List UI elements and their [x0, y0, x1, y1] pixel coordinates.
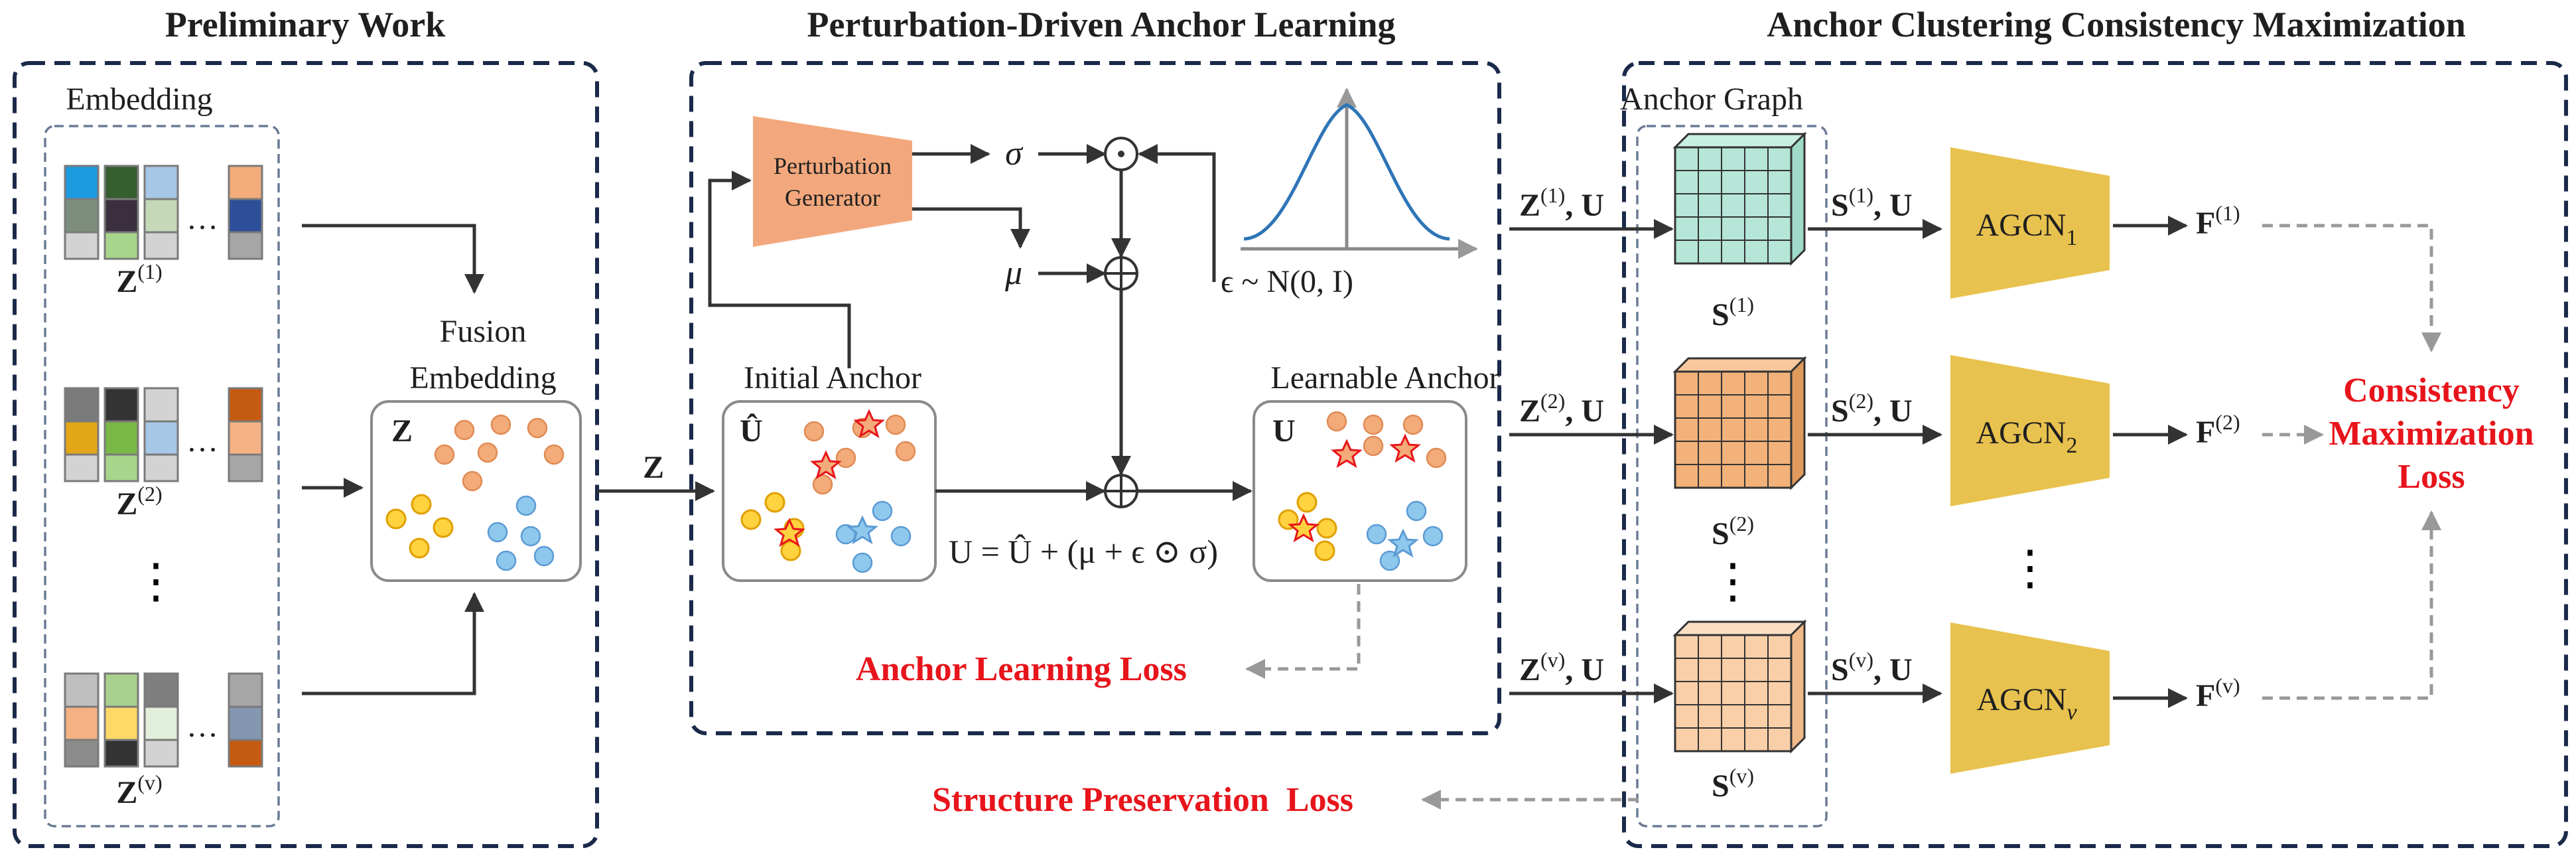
embedding-matrix-v [64, 672, 263, 768]
s2-u-label: S(2), U [1831, 389, 1913, 429]
svg-text:Generator: Generator [785, 184, 880, 211]
hdots-1: … [186, 201, 218, 236]
arrow-z1-to-fusion [302, 224, 484, 294]
svg-text:AGCN1: AGCN1 [1976, 208, 2077, 250]
z-arrow-label: Z [643, 450, 664, 485]
section-title-preliminary: Preliminary Work [165, 5, 445, 44]
svg-text:AGCN2: AGCN2 [1976, 415, 2077, 458]
s2-label: S(2) [1712, 512, 1754, 551]
agcn-v: AGCNv [1950, 622, 2110, 774]
consistency-loss-line3: Loss [2398, 458, 2465, 496]
f2-label: F(2) [2196, 410, 2240, 450]
hdots-2: … [186, 423, 218, 459]
perturbation-generator: Perturbation Generator [753, 116, 912, 247]
agcn-2: AGCN2 [1950, 355, 2110, 506]
learnable-anchor-label: Learnable Anchor [1270, 360, 1499, 396]
anchor-update-formula: U = Û + (μ + ϵ ⊙ σ) [949, 533, 1218, 570]
vdots-embedding: ⋮ [132, 555, 180, 608]
hdots-v: … [186, 709, 218, 744]
learnable-anchor-box: U [1253, 400, 1467, 582]
svg-text:Perturbation: Perturbation [774, 153, 892, 179]
fv-label: F(v) [2196, 674, 2240, 713]
sv-label: S(v) [1712, 764, 1754, 804]
fusion-embedding-box: Z [370, 400, 582, 582]
embedding-matrix-1 [64, 165, 263, 260]
s1-u-label: S(1), U [1831, 183, 1913, 223]
embedding-matrix-2 [64, 387, 263, 482]
embedding-label: Embedding [66, 82, 212, 117]
consistency-loss-line1: Consistency [2343, 372, 2520, 409]
anchor-graph-cube-2 [1672, 356, 1807, 490]
clustering-frame [1622, 61, 2568, 848]
zv-label: Z(v) [116, 770, 162, 810]
initial-anchor-label: Initial Anchor [744, 360, 921, 396]
f1-label: F(1) [2196, 201, 2240, 241]
hadamard-operator [1104, 137, 1138, 171]
agcn-1: AGCN1 [1950, 147, 2110, 299]
section-title-clustering: Anchor Clustering Consistency Maximizati… [1767, 5, 2465, 44]
svg-text:Û: Û [740, 413, 763, 449]
arrow-zv-to-fusion [302, 592, 484, 695]
svg-text:AGCNv: AGCNv [1976, 682, 2077, 725]
svg-text:U: U [1272, 413, 1296, 449]
s1-label: S(1) [1712, 293, 1754, 332]
z2-u-input-label: Z(2), U [1519, 389, 1604, 429]
arrow-generator-to-mu [912, 207, 1030, 249]
section-title-perturbation: Perturbation-Driven Anchor Learning [807, 5, 1396, 44]
arrow-f1-to-consistency [2262, 224, 2441, 352]
arrow-anchor-to-generator [708, 171, 851, 368]
embedding-box [44, 125, 280, 828]
z1-label: Z(1) [116, 259, 162, 299]
anchor-graph-cube-1 [1672, 131, 1807, 266]
vdots-agcn: ⋮ [2006, 541, 2054, 595]
add-operator-2 [1104, 474, 1138, 508]
sv-u-label: S(v), U [1831, 648, 1913, 687]
arrow-fv-to-consistency [2262, 510, 2441, 700]
anchor-learning-loss-label: Anchor Learning Loss [856, 650, 1187, 688]
z2-label: Z(2) [116, 482, 162, 522]
arrow-anchor-learning-loss [1245, 584, 1361, 679]
fusion-label-line1: Fusion [440, 314, 527, 349]
arrow-epsilon-to-odot [1138, 144, 1216, 282]
anchor-graph-cube-v [1672, 619, 1807, 754]
preliminary-frame [13, 61, 599, 848]
anchor-graph-box [1636, 125, 1828, 828]
perturbation-frame [689, 61, 1501, 735]
anchor-graph-label: Anchor Graph [1620, 82, 1803, 117]
initial-anchor-box: Û [722, 400, 937, 582]
z1-u-input-label: Z(1), U [1519, 183, 1604, 223]
zv-u-input-label: Z(v), U [1519, 648, 1604, 687]
fusion-label-line2: Embedding [409, 360, 556, 396]
add-operator-1 [1104, 256, 1138, 291]
sigma-label: σ [1005, 135, 1024, 173]
vdots-graphs: ⋮ [1709, 555, 1757, 608]
structure-preservation-loss-label: Structure Preservation Loss [932, 781, 1353, 819]
svg-text:Z: Z [391, 413, 413, 449]
epsilon-distribution-label: ϵ ~ N(0, I) [1221, 264, 1353, 299]
consistency-loss-line2: Maximization [2329, 415, 2534, 453]
gaussian-distribution [1241, 88, 1478, 259]
mu-label: μ [1004, 254, 1022, 292]
